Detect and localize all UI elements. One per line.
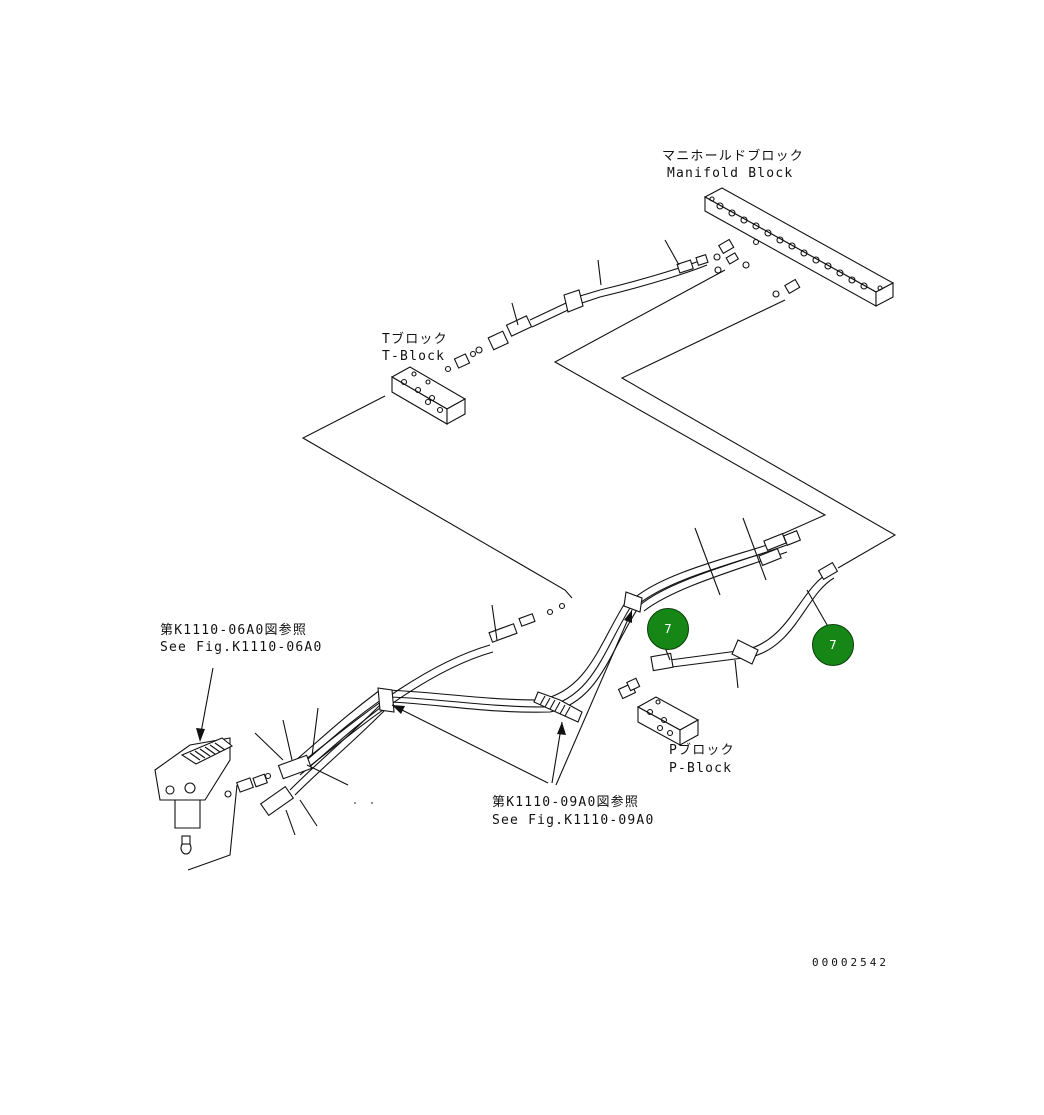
upper-hose — [469, 239, 709, 358]
manifold-fittings — [713, 238, 801, 298]
reference-arrows — [391, 609, 633, 786]
manifold-block — [703, 187, 895, 307]
reference-label-en-k1110-06a0: See Fig.K1110-06A0 — [160, 640, 323, 655]
hose-bundle — [254, 591, 643, 836]
drawing-number: 00002542 — [812, 956, 889, 969]
p-block — [617, 677, 700, 746]
p-block-label-en: P-Block — [669, 761, 733, 776]
reference-label-jp-k1110-09a0: 第K1110-09A0図参照 — [492, 795, 640, 810]
t-block-label-jp: Tブロック — [382, 332, 448, 347]
manifold-block-label-en: Manifold Block — [667, 166, 794, 181]
part-callout-7-left[interactable]: 7 — [647, 608, 689, 650]
mid-hoses — [631, 517, 802, 612]
reference-label-jp-k1110-06a0: 第K1110-06A0図参照 — [160, 623, 308, 638]
part-callout-7-right[interactable]: 7 — [812, 624, 854, 666]
reference-label-en-k1110-09a0: See Fig.K1110-09A0 — [492, 813, 655, 828]
t-block-label-en: T-Block — [382, 349, 446, 364]
p-block-label-jp: Pブロック — [669, 743, 735, 758]
manifold-block-label-jp: マニホールドブロック — [662, 149, 805, 164]
right-hose — [650, 561, 839, 689]
leader-lines — [187, 269, 897, 871]
pedal-assembly — [154, 667, 272, 855]
t-block — [390, 353, 471, 425]
